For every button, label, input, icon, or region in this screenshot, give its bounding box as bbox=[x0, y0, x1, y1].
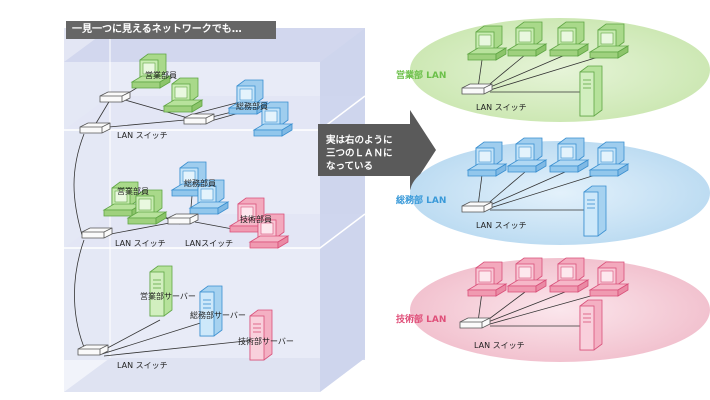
label-lan-switch: LAN スイッチ bbox=[117, 131, 168, 140]
label-lan-switch: LANスイッチ bbox=[185, 239, 234, 248]
server-icon bbox=[583, 185, 607, 237]
lan-name-eigyo: 営業部 LAN bbox=[396, 71, 447, 81]
lan-switch-label: LAN スイッチ bbox=[476, 103, 527, 112]
switch-icon bbox=[99, 91, 131, 103]
lan-cabling-somu bbox=[477, 171, 606, 211]
lan-name-gijutsu: 技術部 LAN bbox=[396, 315, 447, 325]
label-somu-member: 総務部員 bbox=[236, 102, 268, 111]
label-gijutsu-server: 技術部サーバー bbox=[238, 337, 294, 346]
lan-cabling-eigyo bbox=[477, 54, 606, 93]
arrow-caption-line: なっている bbox=[326, 161, 374, 172]
switch-icon bbox=[461, 201, 493, 213]
label-eigyo-server: 営業部サーバー bbox=[140, 292, 196, 301]
label-gijutsu-member: 技術部員 bbox=[240, 215, 272, 224]
server-icon bbox=[579, 65, 603, 117]
switch-icon bbox=[77, 344, 109, 356]
server-icon bbox=[579, 299, 603, 351]
label-somu-member: 総務部員 bbox=[184, 179, 216, 188]
switch-icon bbox=[79, 122, 111, 134]
lan-switch-label: LAN スイッチ bbox=[474, 341, 525, 350]
arrow-caption: 実は右のように 三つのＬＡＮに なっている bbox=[326, 134, 410, 173]
label-lan-switch: LAN スイッチ bbox=[117, 361, 168, 370]
lan-switch-label: LAN スイッチ bbox=[476, 221, 527, 230]
lan-name-somu: 総務部 LAN bbox=[396, 196, 447, 206]
arrow-caption-line: 実は右のように bbox=[326, 135, 393, 146]
arrow-shape bbox=[318, 110, 436, 190]
switch-icon bbox=[81, 227, 113, 239]
switch-icon bbox=[167, 213, 199, 225]
switch-icon bbox=[183, 113, 215, 125]
label-lan-switch: LAN スイッチ bbox=[115, 239, 166, 248]
server-icon bbox=[249, 309, 273, 361]
switch-icon bbox=[461, 83, 493, 95]
label-eigyo-member: 営業部員 bbox=[117, 187, 149, 196]
label-somu-server: 総務部サーバー bbox=[190, 311, 246, 320]
arrow-caption-line: 三つのＬＡＮに bbox=[326, 148, 393, 159]
label-eigyo-member: 営業部員 bbox=[145, 71, 177, 80]
lan-cabling-gijutsu bbox=[477, 291, 606, 327]
switch-icon bbox=[459, 317, 491, 329]
diagram-title: 一見一つに見えるネットワークでも… bbox=[66, 21, 276, 39]
